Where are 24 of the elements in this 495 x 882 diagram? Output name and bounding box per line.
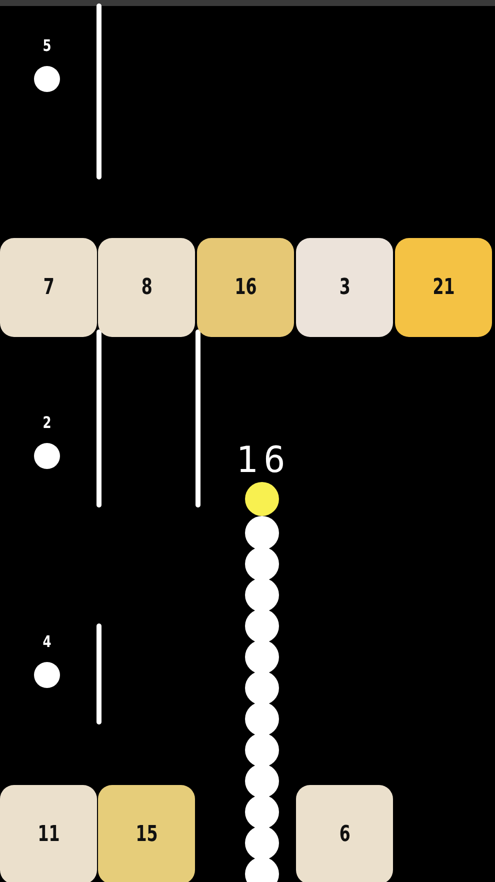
snake-length: 16 <box>236 443 292 479</box>
number-block <box>197 238 294 337</box>
block-value: 8 <box>141 275 152 300</box>
number-block <box>98 785 195 882</box>
number-block <box>395 238 492 337</box>
ball-value: 5 <box>42 36 52 55</box>
block-value: 11 <box>37 822 60 847</box>
number-block <box>0 238 97 337</box>
block-value: 3 <box>338 275 350 300</box>
snake-head <box>245 482 279 516</box>
block-value: 15 <box>135 822 158 847</box>
number-block <box>296 785 393 882</box>
pickup-ball <box>34 443 60 469</box>
number-block <box>296 238 393 337</box>
block-value: 7 <box>42 275 54 300</box>
block-value: 21 <box>432 275 454 300</box>
pickup-ball <box>34 662 60 688</box>
pickup-ball <box>34 66 60 92</box>
ball-value: 4 <box>42 632 52 651</box>
ball-value: 2 <box>42 413 52 432</box>
block-value: 6 <box>338 822 350 847</box>
block-value: 16 <box>234 275 256 300</box>
number-block <box>0 785 97 882</box>
number-block <box>98 238 195 337</box>
